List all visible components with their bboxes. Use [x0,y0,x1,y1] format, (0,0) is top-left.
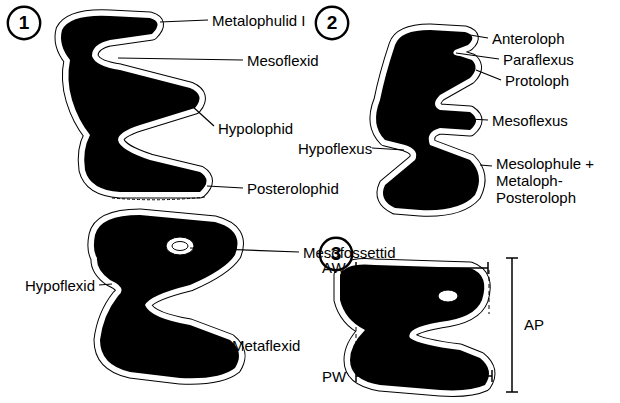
callout-circle: 1 [6,5,42,41]
part-label: Protoloph [505,72,569,89]
part-label: Mesolophule + Metaloph- Posteroloph [496,155,614,206]
part-label: Mesoflexid [247,52,319,69]
part-label: Hypoflexid [25,277,95,294]
callout-number: 1 [6,5,42,41]
dimension-label: AW [322,259,346,276]
part-label: Mesofossettid [303,244,396,261]
part-label: Paraflexus [503,51,574,68]
part-label: Metalophulid I [212,12,305,29]
part-label: Metaflexid [232,337,300,354]
part-label: Hypoflexus [298,140,372,157]
dimension-label: AP [524,316,544,333]
part-label: Mesoflexus [492,112,568,129]
part-label: Posterolophid [247,180,339,197]
callout-number: 2 [314,5,350,41]
dimension-label: PW [322,368,346,385]
part-label: Hypolophid [218,120,293,137]
part-label: Anteroloph [492,30,565,47]
callout-circle: 2 [314,5,350,41]
